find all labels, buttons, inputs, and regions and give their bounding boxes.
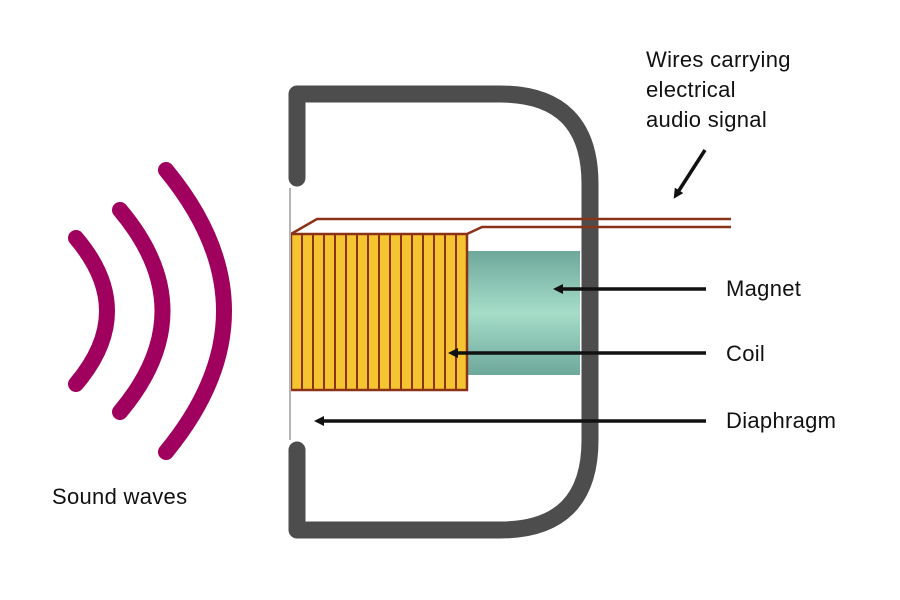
microphone-casing xyxy=(288,85,599,539)
sound-waves xyxy=(68,162,232,460)
wires-label: Wires carrying electrical audio signal xyxy=(646,45,791,135)
magnet xyxy=(466,251,580,375)
coil-windings xyxy=(301,234,457,390)
coil-label: Coil xyxy=(726,341,766,366)
coil xyxy=(289,232,469,392)
signal-wires xyxy=(290,217,731,236)
wires-label-line-3: audio signal xyxy=(646,107,768,132)
wires-label-line-2: electrical xyxy=(646,77,736,102)
magnet-label: Magnet xyxy=(726,276,802,301)
diaphragm-label: Diaphragm xyxy=(726,408,837,433)
sound-waves-label: Sound waves xyxy=(52,484,188,509)
wires-label-line-1: Wires carrying xyxy=(646,47,791,72)
arrow-wires xyxy=(673,149,707,199)
pointer-arrows xyxy=(314,149,707,426)
sound-wave-large xyxy=(158,162,232,460)
sound-wave-small xyxy=(68,230,115,392)
sound-wave-medium xyxy=(112,202,171,420)
